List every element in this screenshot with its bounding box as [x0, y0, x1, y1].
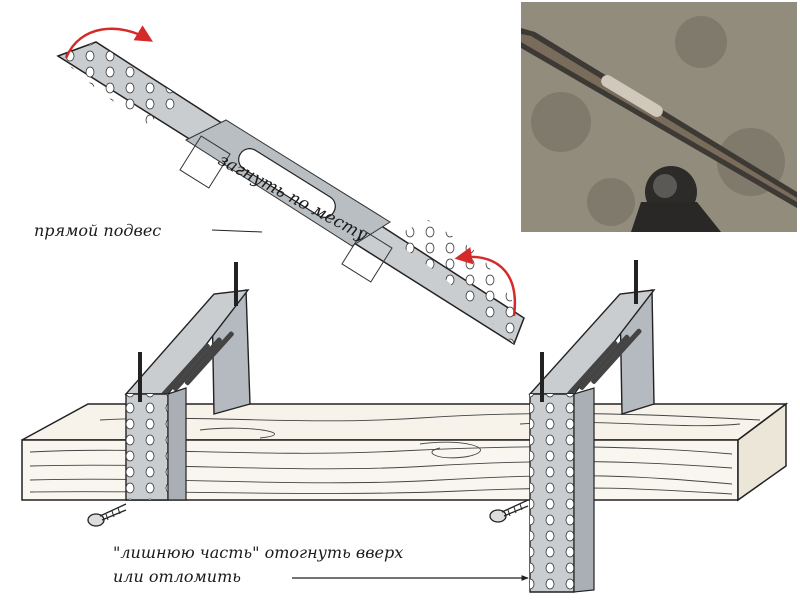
- photo-inset: [521, 2, 797, 232]
- bend-arrow-top: [64, 25, 154, 59]
- hanger-leader-line: [211, 229, 263, 233]
- excess-part-label-line1: "лишнюю часть" отогнуть вверх: [113, 543, 404, 562]
- bend-arrow-right: [454, 247, 517, 317]
- excess-part-label-line2: или отломить: [113, 567, 241, 586]
- photo-ceiling-hanger: [521, 2, 797, 232]
- screw-left: [87, 503, 127, 527]
- straight-hanger-label: прямой подвес: [34, 221, 162, 240]
- left-hanger-bracket: [124, 262, 251, 501]
- screw-right: [489, 499, 529, 523]
- right-hanger-bracket: [528, 260, 656, 593]
